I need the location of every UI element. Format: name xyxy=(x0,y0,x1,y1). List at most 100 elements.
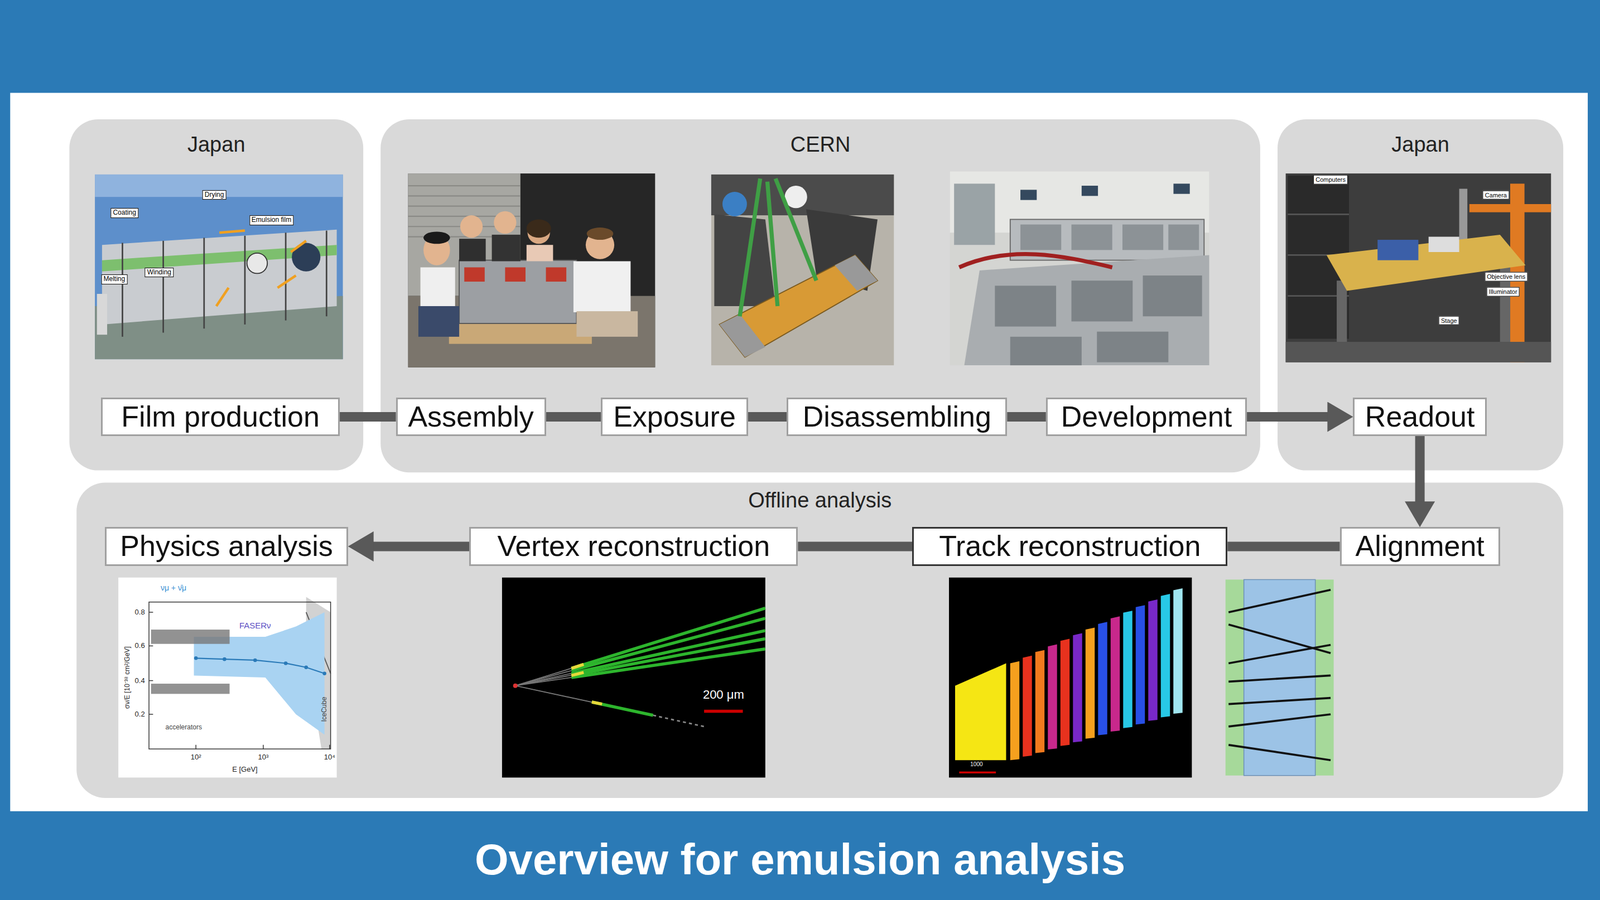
group-heading: Japan xyxy=(69,132,364,158)
step-label: Development xyxy=(1061,401,1232,433)
exposure-photo xyxy=(834,254,878,291)
development-photo xyxy=(1173,183,1190,194)
vertex-display xyxy=(571,664,602,705)
cross-section-chart xyxy=(148,714,153,715)
photo-callout: Illuminator xyxy=(1486,287,1520,297)
cross-section-chart xyxy=(194,656,327,676)
label-holder: σν/E [10⁻³⁸ cm²/GeV] xyxy=(123,646,132,710)
cross-section-chart xyxy=(195,745,196,750)
film-production-photo xyxy=(247,253,268,274)
film-production-photo xyxy=(216,287,229,307)
cross-section-chart xyxy=(195,658,325,674)
figure-label: 10³ xyxy=(257,753,269,762)
label-holder: Drying xyxy=(202,190,227,201)
label-holder: 0.8 xyxy=(135,608,146,617)
assembly-photo xyxy=(576,311,638,337)
film-production-photo xyxy=(244,235,247,325)
exposure-photo xyxy=(739,178,761,317)
readout-photo xyxy=(1285,341,1552,363)
assembly-photo xyxy=(460,215,483,238)
exposure-photo xyxy=(711,174,894,366)
step-label: Assembly xyxy=(407,401,534,433)
alignment-sketch xyxy=(1228,590,1331,613)
flow-connector xyxy=(797,541,913,552)
development-photo xyxy=(1122,224,1164,251)
track-slab xyxy=(1135,605,1145,725)
cross-section-chart xyxy=(262,745,264,750)
cross-section-chart xyxy=(148,602,331,750)
step-label: Track reconstruction xyxy=(938,530,1201,563)
vertex-display xyxy=(515,686,654,716)
figure-label: νμ + ν̄μ xyxy=(160,583,187,593)
development-photo xyxy=(964,254,1209,366)
vertex-display xyxy=(571,649,766,678)
track-slab xyxy=(1047,644,1057,750)
vertex-display xyxy=(515,608,766,687)
site-group-panel: JapanFilm production xyxy=(69,119,364,471)
figure-label: accelerators xyxy=(165,724,202,732)
development-photo xyxy=(950,171,1210,366)
label-holder: Objective lens xyxy=(1484,272,1528,282)
cross-section-chart xyxy=(151,629,230,645)
assembly-photo xyxy=(408,185,521,187)
track-slab xyxy=(1085,627,1095,739)
photo-callout: Melting xyxy=(101,274,128,285)
assembly-photo xyxy=(459,238,486,262)
cross-section-chart xyxy=(304,665,308,670)
vertex-display xyxy=(515,608,766,716)
label-holder: Coating xyxy=(110,208,138,219)
alignment-sketch xyxy=(1228,745,1331,761)
label-holder: νμ + ν̄μ xyxy=(160,583,187,593)
vertex-display xyxy=(591,702,602,705)
step-label: Exposure xyxy=(613,401,736,433)
film-production-photo xyxy=(285,232,287,321)
assembly-photo xyxy=(408,173,656,368)
film-production-photo xyxy=(122,230,327,337)
development-photo xyxy=(1020,224,1062,251)
assembly-photo xyxy=(586,227,614,240)
cross-section-chart xyxy=(329,745,330,750)
site-group-panel: Offline analysisPhysics analysisVertex r… xyxy=(76,483,1564,799)
figure-label: 10⁴ xyxy=(324,753,336,762)
label-holder: Winding xyxy=(145,267,174,278)
track-slab xyxy=(1097,622,1107,736)
development-photo xyxy=(950,171,1210,366)
vertex-display xyxy=(591,702,654,716)
readout-photo xyxy=(1428,237,1460,253)
development-photo xyxy=(1020,189,1037,200)
readout-photo xyxy=(1377,239,1419,261)
assembly-photo xyxy=(449,321,592,344)
flow-connector xyxy=(1227,541,1340,552)
readout-photo xyxy=(1287,213,1349,216)
alignment-sketch xyxy=(1228,590,1331,761)
alignment-sketch xyxy=(1228,698,1331,705)
label-holder: 200 μm xyxy=(702,688,745,703)
figure-label: 0.2 xyxy=(135,710,146,719)
cross-section-chart xyxy=(148,611,153,613)
figure-label: E [GeV] xyxy=(232,765,258,774)
assembly-photo xyxy=(459,260,577,324)
vertex-display xyxy=(653,715,705,727)
title-bar: Overview for emulsion analysis xyxy=(0,834,1600,885)
track-display xyxy=(958,771,996,774)
vertex-display xyxy=(513,683,518,689)
process-box: Physics analysis xyxy=(104,527,348,566)
figure-label: 0.4 xyxy=(135,676,146,686)
figure-label: 0.6 xyxy=(135,642,146,651)
process-box: Vertex reconstruction xyxy=(469,527,798,566)
development-photo xyxy=(1071,280,1134,322)
step-label: Readout xyxy=(1365,401,1476,433)
track-slab xyxy=(1148,599,1158,722)
vertex-display xyxy=(515,630,766,687)
process-box: Exposure xyxy=(600,397,748,437)
step-label: Film production xyxy=(121,401,320,433)
cross-section-chart xyxy=(151,683,230,695)
development-photo xyxy=(1143,275,1203,317)
label-holder: Illuminator xyxy=(1486,287,1520,297)
step-label: Disassembling xyxy=(802,401,992,433)
group-panel-shape xyxy=(69,119,364,471)
track-display xyxy=(948,577,1192,779)
assembly-photo xyxy=(493,211,517,234)
film-production-photo xyxy=(216,230,307,307)
